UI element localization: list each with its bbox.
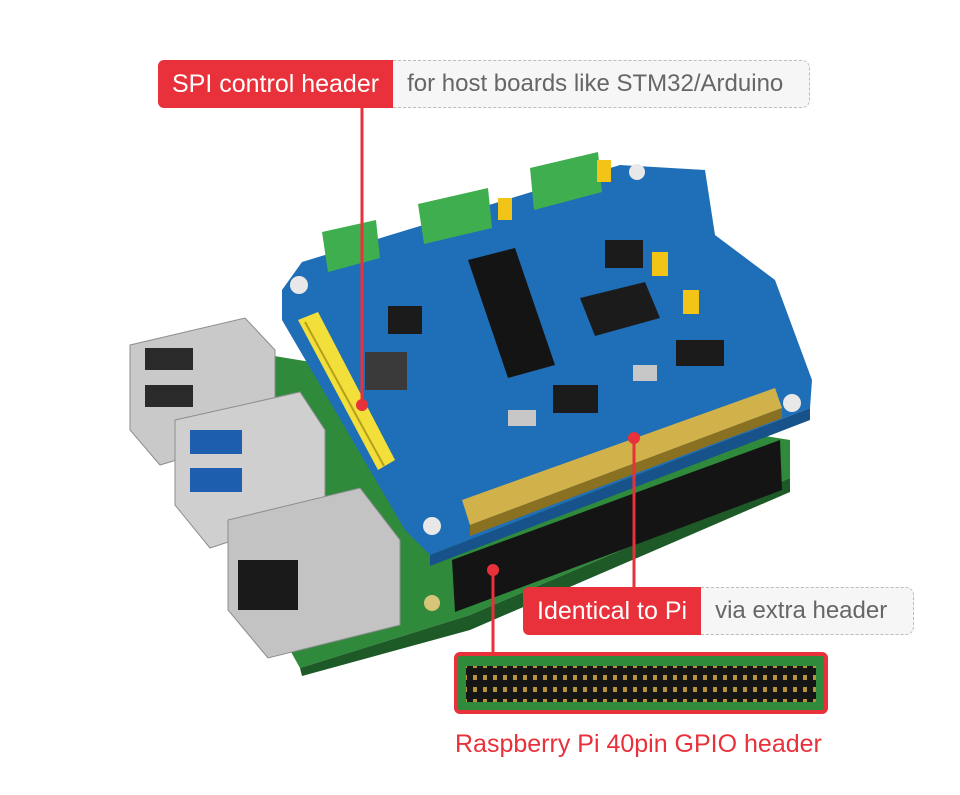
- gpio-header-closeup: [454, 652, 828, 714]
- gpio-caption: Raspberry Pi 40pin GPIO header: [455, 730, 822, 758]
- spi-header-callout: SPI control header for host boards like …: [158, 60, 811, 108]
- pi-callout-label: Identical to Pi: [523, 587, 702, 635]
- spi-callout-label: SPI control header: [158, 60, 394, 108]
- spi-pointer-dot: [356, 399, 368, 411]
- stacking-header: [452, 440, 782, 612]
- can-hat-board: [282, 152, 812, 566]
- gpio-pointer-dot: [487, 564, 499, 576]
- pi-pointer-dot: [628, 432, 640, 444]
- usb-ports: [129, 317, 326, 549]
- identical-to-pi-callout: Identical to Pi via extra header: [523, 587, 915, 635]
- spi-callout-note: for host boards like STM32/Arduino: [393, 60, 811, 108]
- ethernet-port: [227, 487, 401, 659]
- pi-callout-note: via extra header: [701, 587, 915, 635]
